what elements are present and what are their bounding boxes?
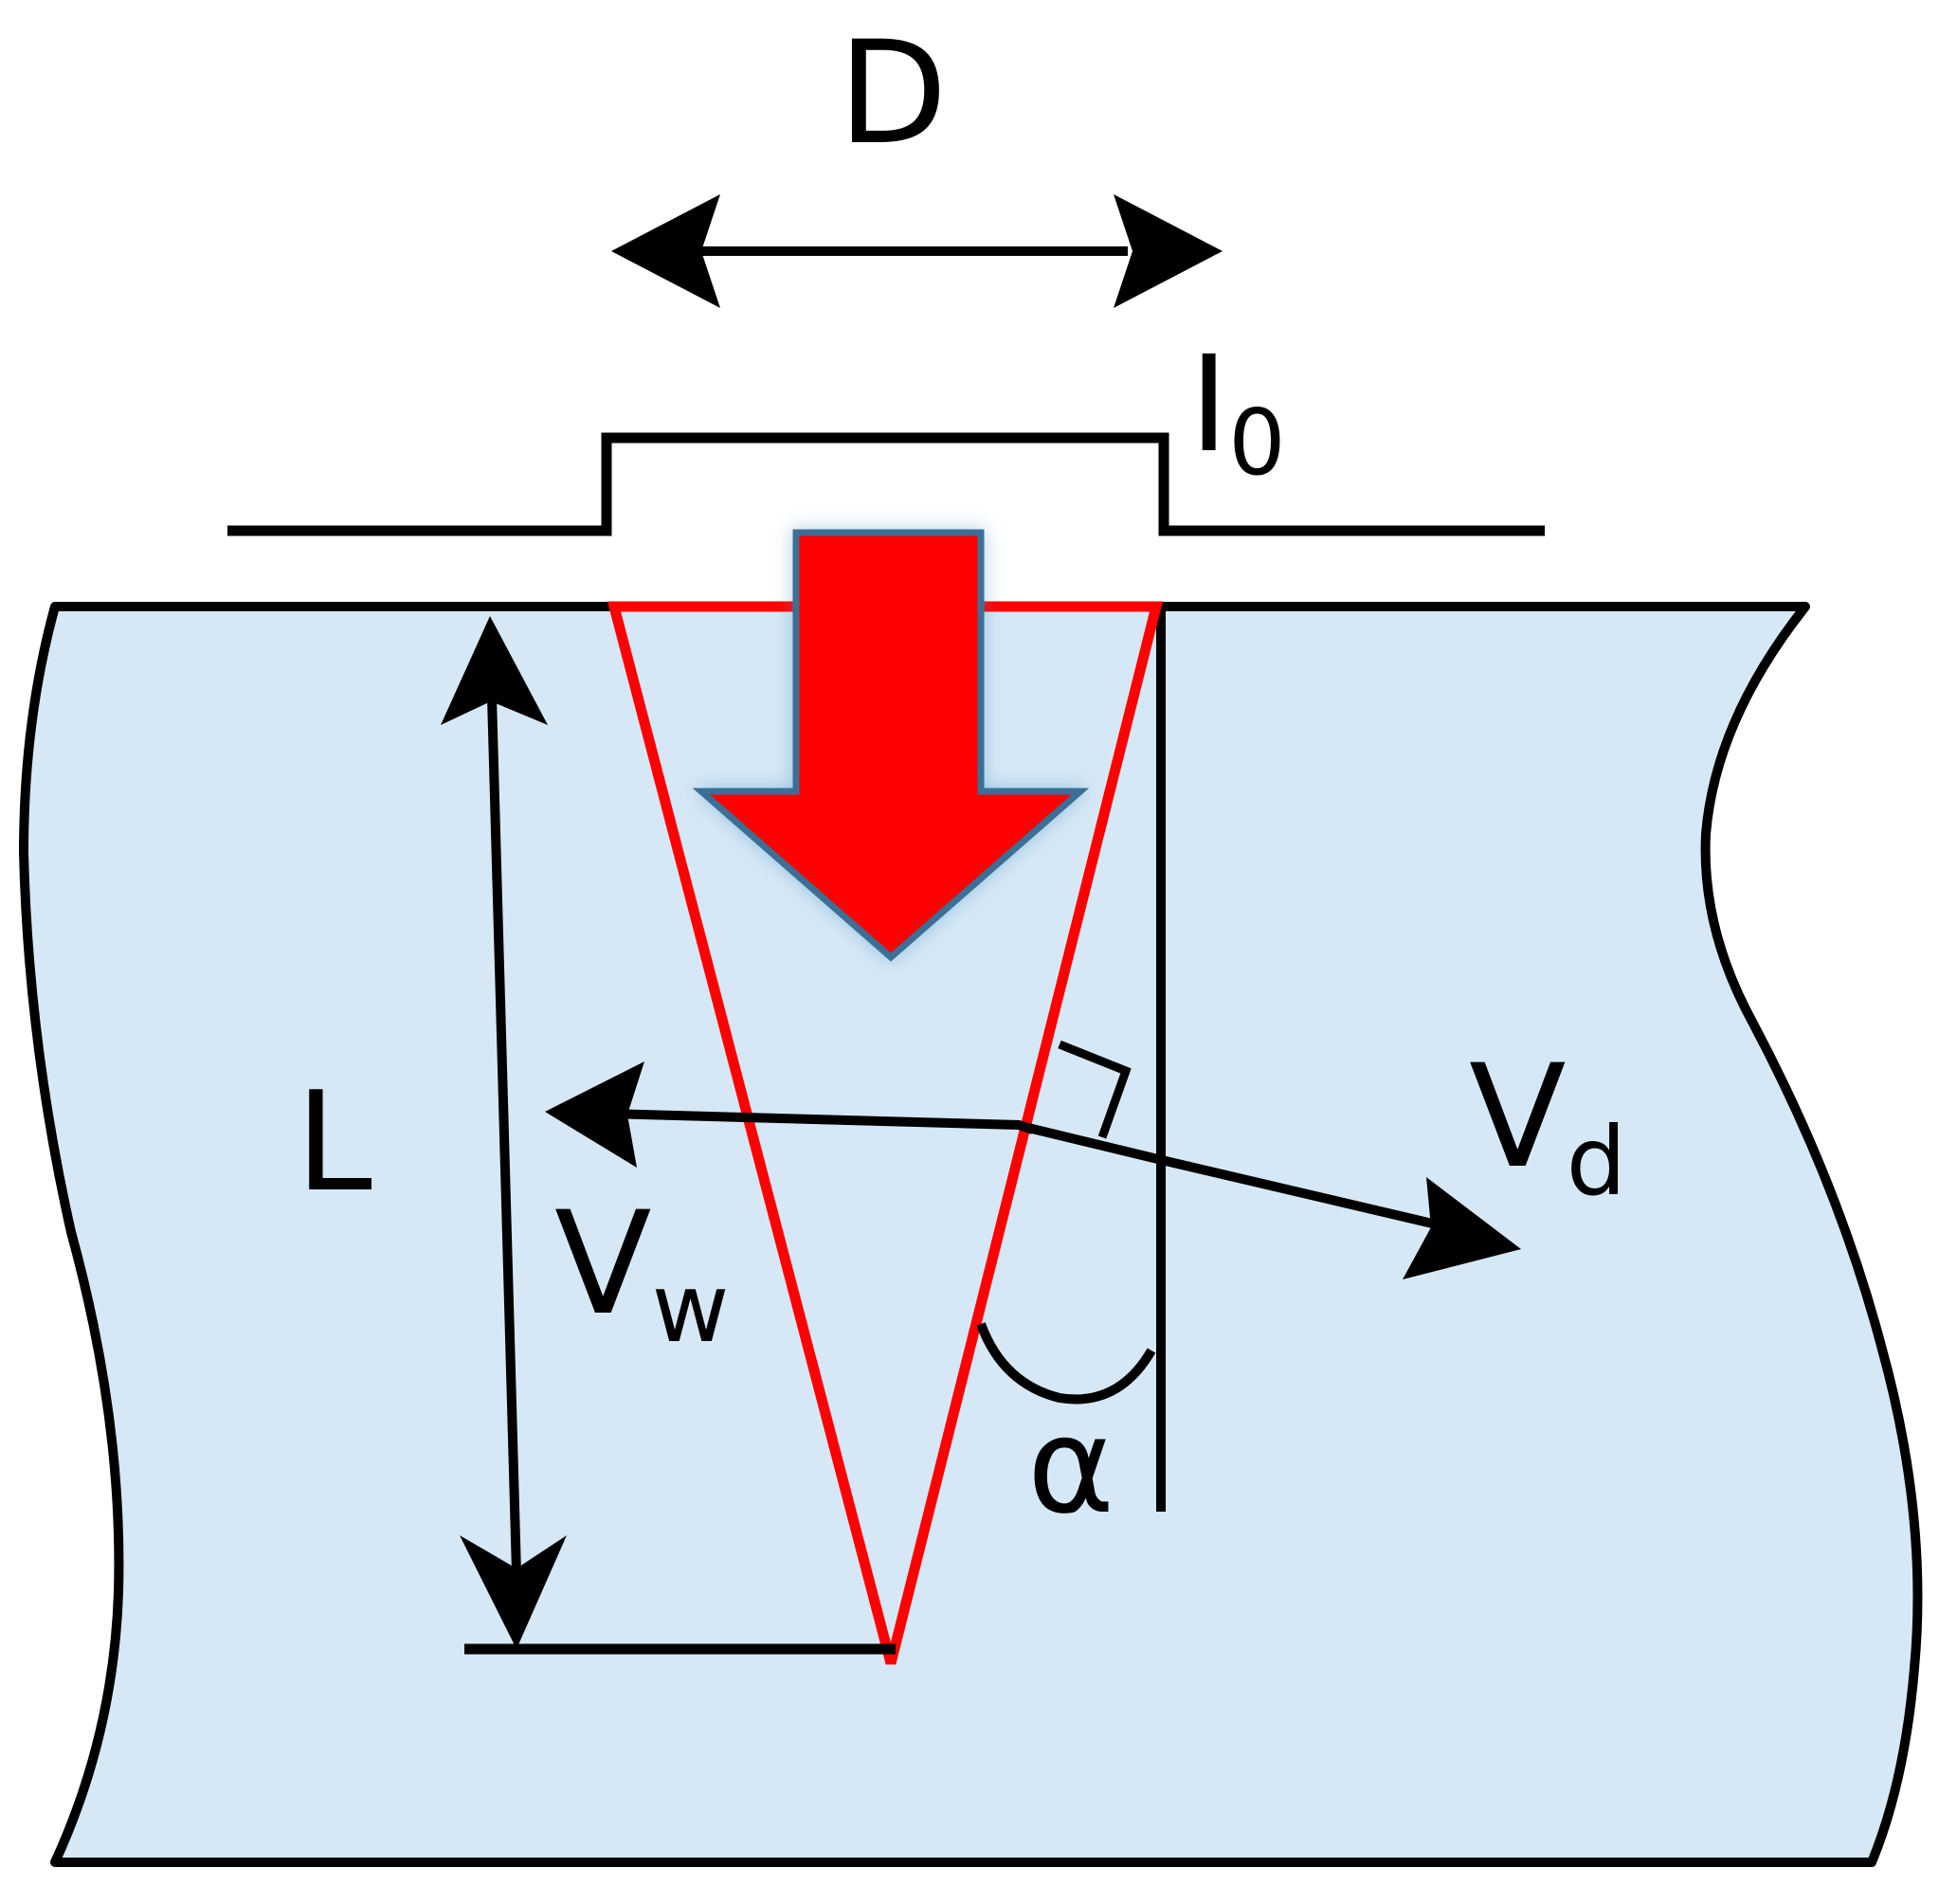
- right-angle-marker-icon: [1058, 1040, 1132, 1139]
- pulse-waveform: [227, 432, 1545, 536]
- label-vw-sub: w: [652, 1253, 730, 1364]
- label-pulse: I0: [1189, 328, 1286, 496]
- label-vw-base: V: [554, 1182, 652, 1347]
- alpha-arc: [976, 1322, 1156, 1405]
- label-length: L: [296, 1062, 372, 1223]
- label-alpha: α: [1027, 1389, 1114, 1544]
- length-arrow: [441, 616, 567, 1649]
- vd-arrow: [1026, 1123, 1521, 1279]
- label-vd: Vd: [1469, 1035, 1626, 1217]
- label-vw: Vw: [554, 1182, 729, 1364]
- label-pulse-base: I: [1189, 328, 1228, 482]
- label-diameter: D: [838, 11, 948, 176]
- label-vd-sub: d: [1567, 1106, 1626, 1217]
- diameter-arrow: [611, 194, 1223, 308]
- down-arrow-icon: [692, 529, 1090, 962]
- label-pulse-sub: 0: [1228, 391, 1285, 496]
- label-vd-base: V: [1469, 1035, 1567, 1200]
